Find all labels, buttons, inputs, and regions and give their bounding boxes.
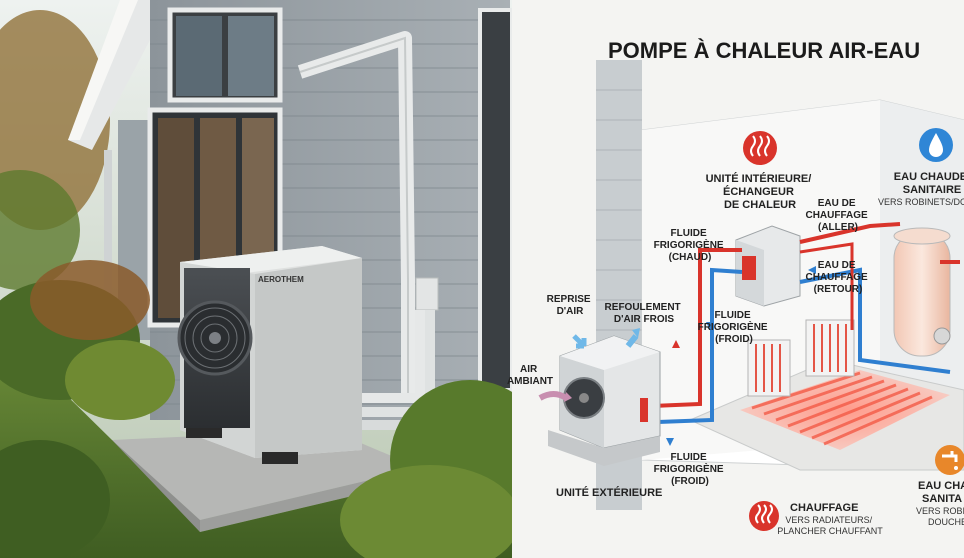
refrigerant-cold-top-label: FLUIDE FRIGORIGÈNE (FROID)	[698, 310, 771, 345]
refrigerant-hot-label: FLUIDE FRIGORIGÈNE (CHAUD)	[654, 228, 727, 263]
dhw-top-label: EAU CHAUDE SANITAIRE	[894, 171, 964, 196]
ambient-air-label: AIR AMBIANT	[507, 364, 553, 387]
faucet-icon	[935, 445, 964, 475]
indoor-unit-label: UNITÉ INTÉRIEURE/ ÉCHANGEUR DE CHALEUR	[706, 172, 815, 211]
brand-label: AEROTHEM	[258, 275, 304, 284]
heating-sub-label: VERS RADIATEURS/ PLANCHER CHAUFFANT	[777, 515, 883, 536]
outdoor-unit-label: UNITÉ EXTÉRIEURE	[556, 486, 662, 499]
refrigerant-cold-bottom-label: FLUIDE FRIGORIGÈNE (FROID)	[654, 452, 727, 487]
diagram-panel: POMPE À CHALEUR AIR-EAU	[507, 0, 964, 558]
dhw-bottom-sub: VERS ROBIN DOUCHE	[916, 506, 964, 527]
cold-air-out-label: REFOULEMENT D'AIR FROIS	[605, 302, 684, 325]
dhw-top-sub: VERS ROBINETS/DOUCHE	[878, 197, 964, 207]
diagram-title: POMPE À CHALEUR AIR-EAU	[608, 38, 920, 63]
photo-panel: AEROTHEM	[0, 0, 550, 558]
dhw-bottom-label: EAU CHA SANITA	[918, 480, 964, 505]
air-intake-label: REPRISE D'AIR	[547, 294, 594, 317]
heating-out-label: EAU DE CHAUFFAGE (ALLER)	[805, 198, 870, 233]
heating-label: CHAUFFAGE	[790, 502, 858, 514]
heating-return-label: EAU DE CHAUFFAGE (RETOUR)	[805, 260, 870, 295]
